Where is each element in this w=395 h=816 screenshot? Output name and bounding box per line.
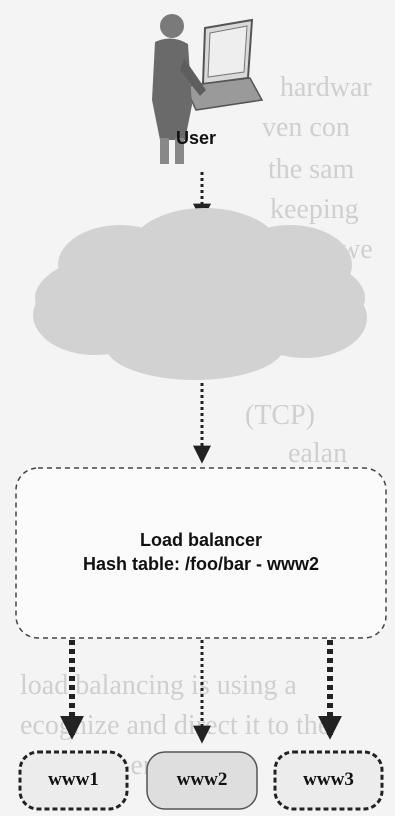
server-box-www3 [273,750,384,811]
hash-table-line: Hash table: /foo/bar - www2 [82,554,320,574]
server-label-www2: www2 [176,769,228,790]
server-label-www3: www3 [303,769,354,790]
server-label-www1: www1 [48,769,99,790]
user-label: User [176,128,217,148]
cloud-icon [33,208,367,380]
server-box-www2 [146,751,258,810]
load-balancer-title: Load balancer [139,530,263,550]
load-balancer-box [15,467,387,639]
user-icon [152,14,264,164]
server-box-www1 [18,750,129,811]
